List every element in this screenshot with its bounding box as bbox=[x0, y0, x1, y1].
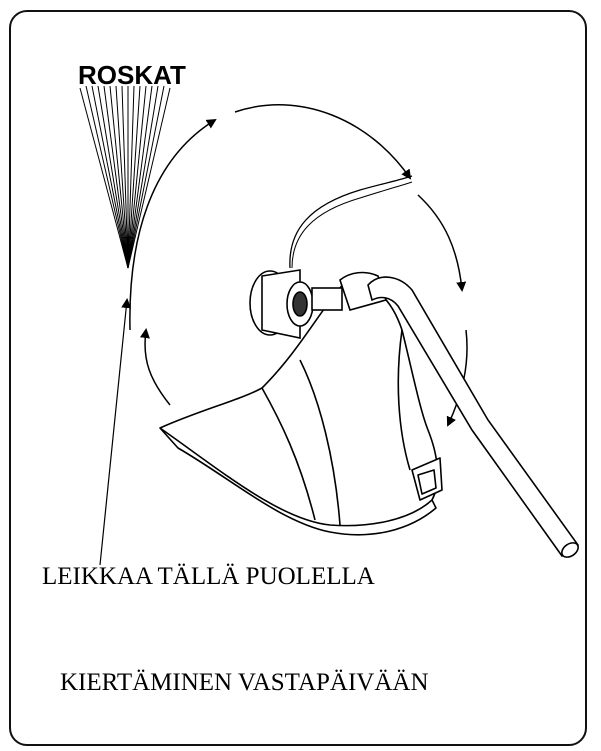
trimmer-line bbox=[290, 176, 412, 268]
rotation-direction-label: KIERTÄMINEN VASTAPÄIVÄÄN bbox=[60, 669, 429, 697]
debris-label: ROSKAT bbox=[78, 60, 186, 91]
cut-side-pointer bbox=[100, 300, 127, 565]
debris-spray bbox=[80, 86, 170, 268]
cut-side-label: LEIKKAA TÄLLÄ PUOLELLA bbox=[42, 563, 375, 591]
